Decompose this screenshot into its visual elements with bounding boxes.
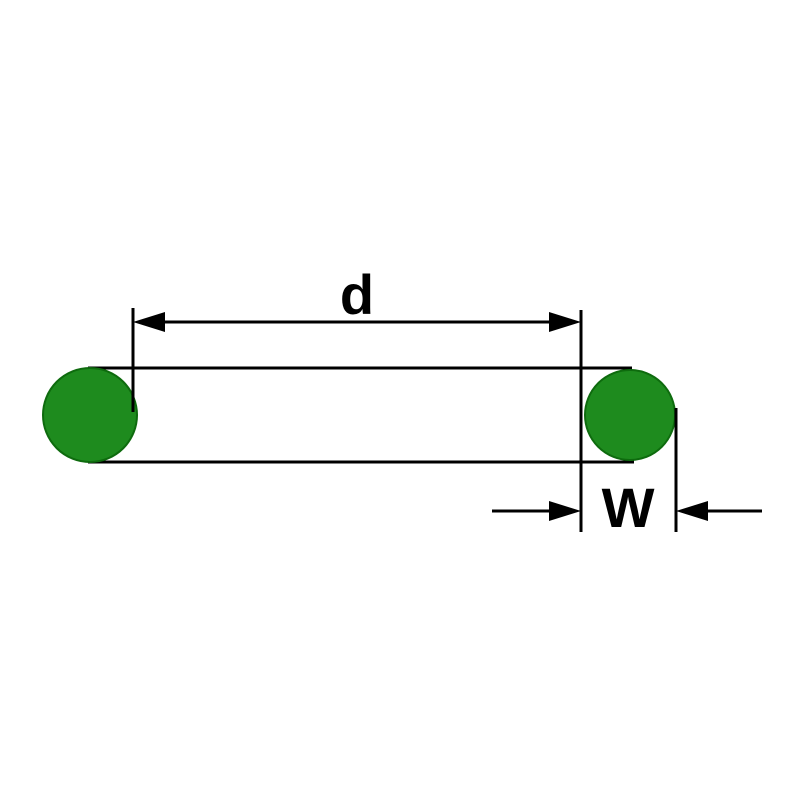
diameter-arrowhead-left-icon <box>133 312 165 332</box>
width-arrowhead-left-icon <box>549 501 581 521</box>
oring-cross-section-right <box>584 369 676 461</box>
cross-section-width-label: W <box>602 476 655 539</box>
width-arrowhead-right-icon <box>676 501 708 521</box>
oring-cross-section-left <box>42 367 138 463</box>
inner-diameter-label: d <box>340 263 374 326</box>
diameter-arrowhead-right-icon <box>549 312 581 332</box>
